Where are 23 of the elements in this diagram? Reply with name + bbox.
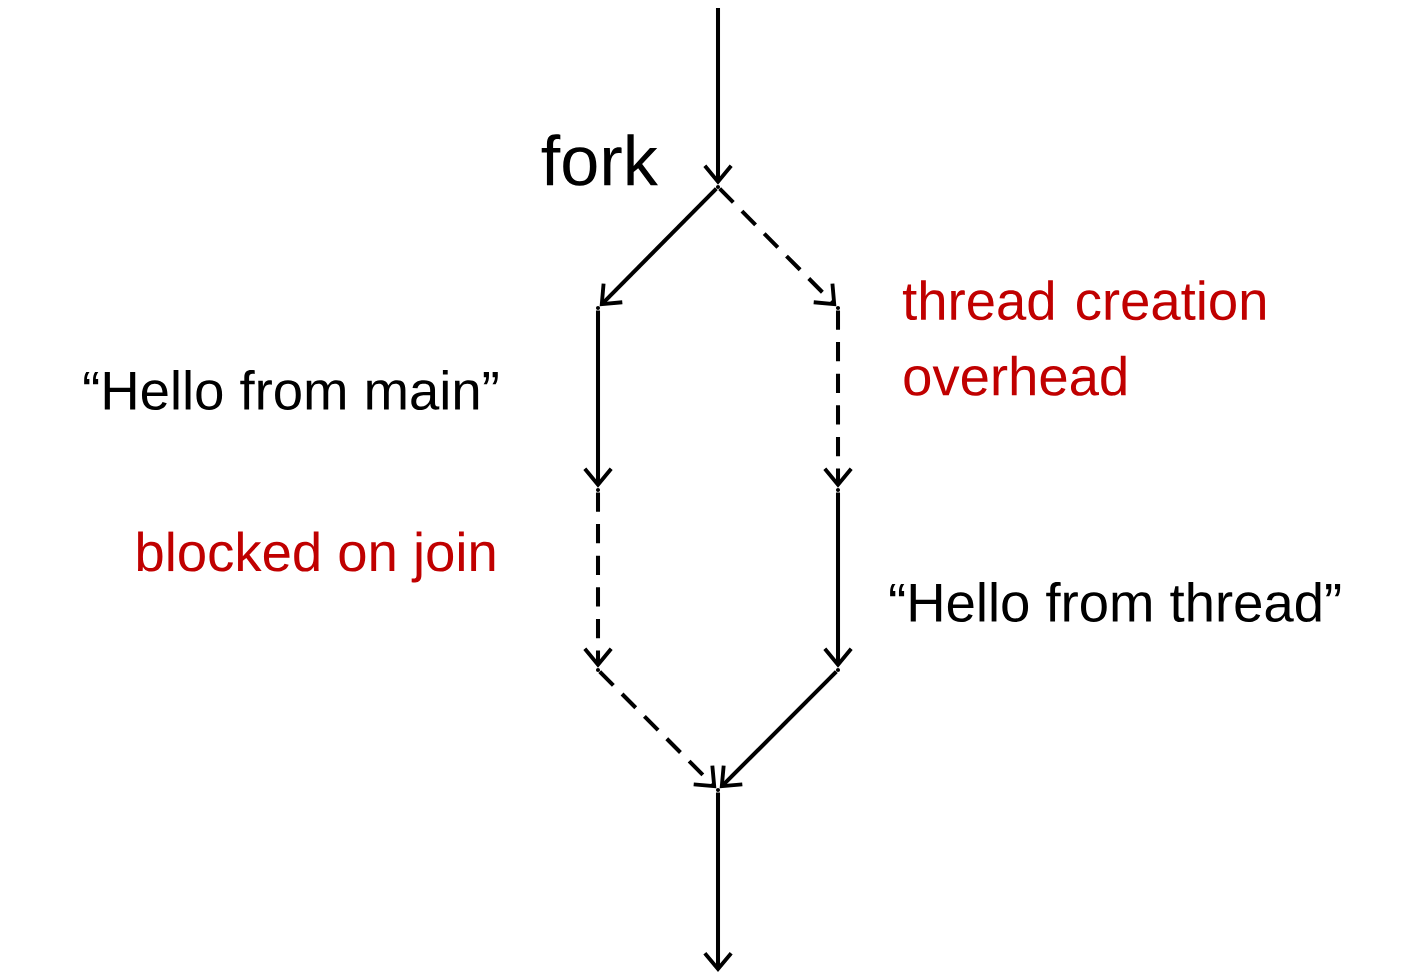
arrow — [583, 310, 613, 488]
junction-point — [596, 668, 600, 673]
arrow — [703, 8, 733, 185]
edge-label: “Hello from main” — [84, 370, 498, 410]
arrow — [823, 310, 853, 488]
edge-label: thread creation overhead — [902, 280, 1265, 396]
arrow — [598, 670, 717, 789]
junction-point — [596, 488, 600, 493]
junction-point — [836, 668, 841, 673]
arrow — [599, 187, 718, 307]
arrow — [703, 792, 733, 972]
arrow — [718, 187, 837, 307]
junction-point — [836, 306, 841, 311]
junction-point — [596, 306, 600, 311]
junction-point — [716, 788, 721, 793]
edge-label: blocked on join — [137, 531, 495, 583]
arrow — [719, 670, 838, 789]
junction-point — [716, 185, 721, 190]
junction-point — [836, 488, 841, 493]
arrow — [583, 492, 613, 668]
arrow — [823, 492, 853, 668]
edge-label: “Hello from thread” — [890, 582, 1341, 622]
node-caption: fork — [541, 134, 658, 186]
